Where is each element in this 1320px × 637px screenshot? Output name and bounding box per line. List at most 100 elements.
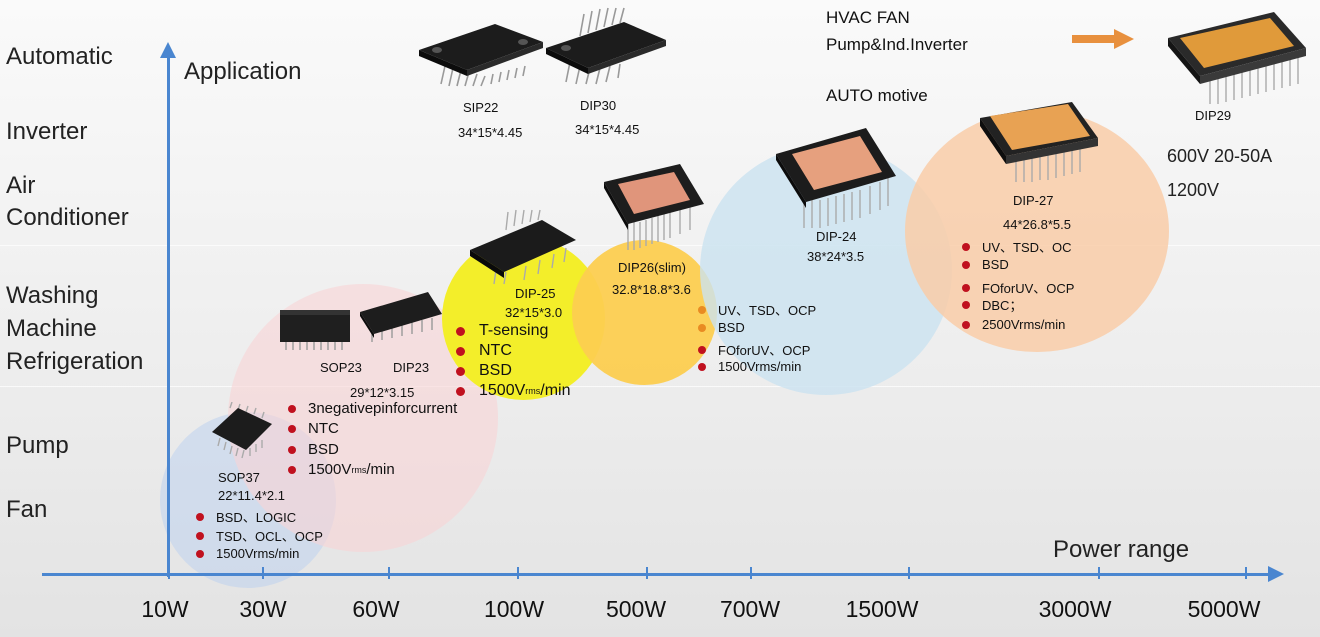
x-tick-label: 30W — [239, 596, 287, 622]
dip29-name: DIP29 — [1195, 108, 1232, 123]
dip26-dims: 32.8*18.8*3.6 — [612, 282, 691, 297]
dip25-chip-icon — [470, 209, 576, 285]
arrow-right-icon — [1072, 29, 1134, 49]
sip22-chip-icon — [419, 24, 543, 87]
sop37-bullet: BSD、LOGIC — [196, 507, 296, 526]
dip29-chip-icon — [1168, 12, 1306, 104]
app-label-air: Air — [6, 172, 36, 199]
dip30-chip-icon — [546, 7, 666, 85]
app-label-conditioner: Conditioner — [6, 204, 129, 231]
app-label-pump: Pump — [6, 432, 69, 459]
bullet-dot-icon — [698, 305, 706, 314]
bullet-dot-icon — [456, 326, 465, 336]
bullet-dot-icon — [962, 320, 970, 329]
sip22-dims: 34*15*4.45 — [458, 125, 523, 140]
x-tick-label: 500W — [605, 596, 667, 622]
x-tick-label: 10W — [141, 596, 189, 622]
dip29-rating: 600V 20-50A — [1167, 146, 1273, 166]
dip23-bullet: BSD — [288, 441, 339, 458]
bullet-dot-icon — [698, 323, 706, 332]
sip22-name: SIP22 — [463, 100, 499, 115]
dip25-bullet: BSD — [456, 362, 512, 380]
sop37-chip-icon — [212, 402, 272, 459]
x-tick — [1098, 567, 1100, 579]
x-tick — [750, 567, 752, 579]
bullet-dot-icon — [288, 424, 296, 433]
dip26-chip-icon — [604, 164, 704, 250]
x-axis-title: Power range — [1053, 536, 1190, 563]
dip23-bullet: NTC — [288, 420, 339, 437]
bullet-dot-icon — [456, 366, 465, 376]
dip25-bullet: NTC — [456, 342, 512, 360]
bullet-dot-icon — [962, 300, 970, 309]
sop37-name: SOP37 — [218, 470, 260, 485]
dip30-name: DIP30 — [580, 98, 617, 113]
x-tick-label: 60W — [352, 596, 400, 622]
dip24-dims: 38*24*3.5 — [807, 249, 865, 264]
dip27-dims: 44*26.8*5.5 — [1003, 217, 1071, 232]
x-axis-line — [42, 573, 1272, 576]
sop23-chip-icon — [280, 310, 350, 350]
dip27-bullet: 2500Vrms/min — [962, 317, 1065, 332]
dip25-bullet: T-sensing — [456, 322, 548, 340]
sop37-bullet: 1500Vrms/min — [196, 546, 299, 561]
bullet-dot-icon — [698, 362, 706, 371]
hvac-fan-label: HVAC FAN — [826, 8, 910, 27]
x-tick — [1245, 567, 1247, 579]
app-label-fan: Fan — [6, 496, 48, 523]
dip29-rating: 1200V — [1167, 180, 1220, 200]
bullet-dot-icon — [288, 404, 296, 413]
dip24-chip-icon — [776, 128, 896, 228]
dip27-bullet: UV、TSD、OC — [962, 237, 1072, 256]
dip26-bullet: FOforUV、OCP — [698, 340, 810, 359]
dip23-dims: 29*12*3.15 — [350, 385, 415, 400]
sop37-bullet: TSD、OCL、OCP — [196, 526, 323, 545]
bullet-dot-icon — [196, 512, 204, 521]
x-tick — [262, 567, 264, 579]
auto-motive-label: AUTO motive — [826, 86, 928, 105]
dip26-bullet: UV、TSD、OCP — [698, 300, 816, 319]
bullet-dot-icon — [288, 465, 296, 474]
sop37-dims: 22*11.4*2.1 — [218, 488, 285, 503]
y-axis-title: Application — [184, 58, 302, 85]
dip25-dims: 32*15*3.0 — [505, 305, 563, 320]
dip26-name: DIP26(slim) — [618, 260, 686, 275]
x-tick — [908, 567, 910, 579]
dip23-name: DIP23 — [393, 360, 430, 375]
x-tick — [388, 567, 390, 579]
bullet-dot-icon — [456, 346, 465, 356]
bullet-dot-icon — [456, 386, 465, 396]
bullet-dot-icon — [288, 445, 296, 454]
dip24-name: DIP-24 — [816, 229, 857, 244]
x-tick-label: 1500W — [845, 596, 919, 622]
dip27-name: DIP-27 — [1013, 193, 1054, 208]
bullet-dot-icon — [962, 283, 970, 292]
app-label-automatic: Automatic — [6, 43, 113, 70]
x-tick-label: 700W — [719, 596, 781, 622]
dip23-chip-icon — [360, 292, 442, 342]
x-tick — [517, 567, 519, 579]
dip23-bullet: 3negativepinforcurrent — [288, 400, 457, 417]
x-tick — [168, 567, 170, 579]
dip25-name: DIP-25 — [515, 286, 556, 301]
pump-inverter-label: Pump&Ind.Inverter — [826, 35, 968, 54]
x-tick-label: 5000W — [1187, 596, 1261, 622]
dip26-bullet: 1500Vrms/min — [698, 359, 801, 374]
bubble-500w — [572, 240, 717, 385]
y-axis-line — [167, 55, 170, 577]
app-label-inverter: Inverter — [6, 118, 88, 145]
bullet-dot-icon — [962, 242, 970, 251]
row-separator — [0, 386, 1320, 387]
y-axis-arrow-icon — [160, 42, 176, 58]
bullet-dot-icon — [962, 260, 970, 269]
dip27-bullet: BSD — [962, 257, 1009, 272]
x-tick-label: 3000W — [1038, 596, 1112, 622]
bullet-dot-icon — [698, 345, 706, 354]
sop23-name: SOP23 — [320, 360, 362, 375]
dip27-chip-icon — [980, 102, 1098, 182]
bullet-dot-icon — [196, 549, 204, 558]
bullet-dot-icon — [196, 531, 204, 540]
dip30-dims: 34*15*4.45 — [575, 122, 640, 137]
